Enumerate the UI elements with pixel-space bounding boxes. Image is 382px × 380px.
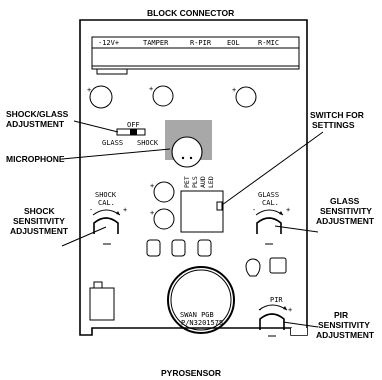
shock-cal-body [93, 217, 119, 234]
component-small-1 [146, 239, 161, 257]
glass-cal-arrow-head [279, 211, 283, 215]
shock-cal-plus: + [123, 206, 127, 214]
dip-label-led: LED [207, 176, 215, 188]
board-edge-notch [291, 328, 307, 335]
small-tab-component [269, 257, 287, 274]
pin-label-eol: EOL [227, 39, 240, 47]
glass-cal-pot: GLASS CAL. - + [252, 191, 290, 245]
leader-shock-glass [73, 120, 119, 133]
pin-label-tamper: TAMPER [143, 39, 169, 47]
svg-text:+: + [232, 86, 236, 94]
callout-shock-glass-line1: SHOCK/GLASS [6, 109, 69, 119]
battery-component [89, 281, 115, 321]
capacitor-mid-lower: + [150, 208, 175, 230]
callout-glass-sens-line2: SENSITIVITY [320, 206, 372, 216]
callout-switch-line1: SWITCH FOR [310, 110, 364, 120]
dip-switch-tab [216, 201, 223, 211]
callout-shock-sens-line3: ADJUSTMENT [10, 226, 69, 236]
callout-shock-sens-line2: SENSITIVITY [13, 216, 65, 226]
callout-pir-sens-line2: SENSITIVITY [318, 320, 370, 330]
battery-body [89, 287, 115, 321]
block-connector: -12V+ TAMPER R-PIR EOL R-MIC [91, 36, 300, 75]
leader-pir-sens [282, 321, 319, 328]
selector-switch-knob [130, 129, 137, 135]
battery-cap [93, 281, 103, 289]
microphone [165, 120, 212, 168]
connector-terminal-strip [91, 47, 300, 67]
callout-pir-sens-line3: ADJUSTMENT [316, 330, 375, 340]
glass-cal-label-1: GLASS [258, 191, 279, 199]
leader-glass-sens [274, 225, 319, 233]
leader-microphone [61, 148, 171, 160]
callout-pyrosensor: PYROSENSOR [161, 368, 221, 378]
svg-text:+: + [87, 86, 91, 94]
pyrosensor-marking-1: SWAN PGB [180, 311, 214, 319]
callout-shock-sens-line1: SHOCK [24, 206, 56, 216]
connector-tab [96, 68, 128, 75]
shock-cal-arrow [92, 209, 121, 216]
selector-shock-label: SHOCK [137, 139, 159, 147]
glass-cal-arrow [255, 209, 284, 216]
capacitor-top-middle: + [149, 85, 174, 107]
shock-cal-pot: SHOCK CAL. - + [89, 191, 127, 245]
dip-switch-body [180, 190, 224, 233]
svg-text:+: + [150, 182, 154, 190]
pin-label-r-mic: R-MIC [258, 39, 279, 47]
pir-minus: - [258, 306, 262, 314]
dip-switch-block: PET PLS AUD LED [180, 176, 224, 233]
selector-glass-label: GLASS [102, 139, 123, 147]
microphone-pin-left [181, 156, 185, 160]
capacitor-top-left: + [87, 85, 113, 109]
shock-cal-minus: - [89, 206, 93, 214]
callout-block-connector: BLOCK CONNECTOR [147, 8, 234, 18]
leader-switch [221, 131, 324, 206]
callout-glass-sens-line3: ADJUSTMENT [316, 216, 375, 226]
glass-cal-body [256, 217, 282, 234]
capacitor-mid-upper: + [150, 181, 175, 203]
pir-pot: PIR - + [258, 296, 292, 337]
glass-cal-plus: + [286, 206, 290, 214]
leader-shock-sens [61, 226, 107, 247]
svg-text:+: + [149, 85, 153, 93]
pir-label: PIR [270, 296, 283, 304]
callout-switch-line2: SETTINGS [312, 120, 355, 130]
component-small-2 [171, 239, 186, 257]
dip-label-aud: AUD [199, 176, 207, 188]
pin-label-12v: -12V+ [98, 39, 119, 47]
callout-shock-glass-line2: ADJUSTMENT [6, 119, 65, 129]
glass-cal-minus: - [252, 206, 256, 214]
capacitor-top-right: + [232, 86, 257, 108]
pyrosensor-outer [167, 266, 235, 334]
shock-glass-selector: OFF GLASS SHOCK [102, 121, 159, 147]
keyhole-mount [245, 258, 261, 277]
svg-text:+: + [150, 209, 154, 217]
callout-pir-sens-line1: PIR [334, 310, 348, 320]
callout-glass-sens-line1: GLASS [330, 196, 360, 206]
glass-cal-label-2: CAL. [262, 199, 279, 207]
selector-off-label: OFF [127, 121, 140, 129]
pir-arrow-head [283, 306, 287, 310]
microphone-pin-right [189, 156, 193, 160]
component-small-3 [197, 239, 212, 257]
pir-arrow [258, 304, 288, 311]
pyrosensor: SWAN PGB P/N3201575 [167, 266, 235, 334]
pin-label-r-pir: R-PIR [190, 39, 212, 47]
shock-cal-arrow-head [116, 211, 120, 215]
pyrosensor-inner [170, 269, 232, 331]
callout-microphone: MICROPHONE [6, 154, 65, 164]
pyrosensor-marking-2: P/N3201575 [181, 319, 223, 327]
pir-plus: + [288, 306, 292, 314]
pir-body [259, 313, 285, 330]
shock-cal-label-1: SHOCK [95, 191, 117, 199]
shock-cal-label-2: CAL. [98, 199, 115, 207]
dip-label-pls: PLS [191, 176, 199, 188]
dip-label-pet: PET [183, 176, 191, 188]
microphone-capsule [171, 136, 203, 168]
